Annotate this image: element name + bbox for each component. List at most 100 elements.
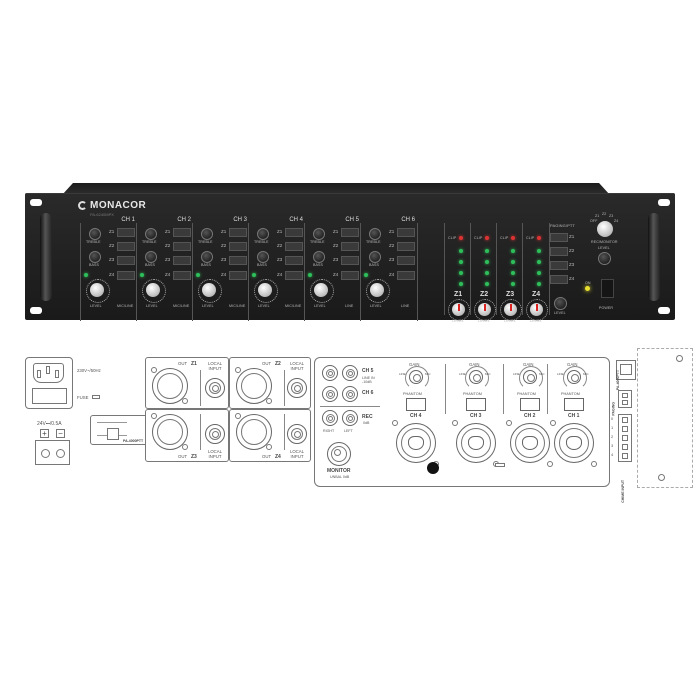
rca-rec-right[interactable] [322, 410, 338, 426]
local-input-jack-z4[interactable] [287, 424, 307, 444]
zone-label: Z1 [333, 229, 339, 234]
treble-knob[interactable] [89, 228, 101, 240]
zone-2-assign-button[interactable] [117, 242, 135, 251]
rec-monitor-selector[interactable] [597, 221, 613, 237]
zone-2-assign-button[interactable] [397, 242, 415, 251]
gain-trim[interactable] [567, 370, 581, 384]
zone-1-assign-button[interactable] [173, 228, 191, 237]
zone-4-assign-button[interactable] [117, 271, 135, 280]
paging-terminal[interactable] [618, 390, 632, 408]
local-input-jack-z1[interactable] [205, 378, 225, 398]
zone-3-assign-button[interactable] [229, 256, 247, 265]
zone-level-knob[interactable] [504, 303, 517, 316]
zone-1-assign-button[interactable] [117, 228, 135, 237]
rec-label: REC [362, 414, 373, 420]
zone-1-assign-button[interactable] [397, 228, 415, 237]
bass-knob[interactable] [313, 251, 325, 263]
zone-level-knob[interactable] [478, 303, 491, 316]
bass-knob[interactable] [89, 251, 101, 263]
treble-knob[interactable] [369, 228, 381, 240]
channel-title: CH 5 [345, 217, 359, 223]
local-input-jack-z3[interactable] [205, 424, 225, 444]
bass-knob[interactable] [145, 251, 157, 263]
level-knob[interactable] [370, 283, 384, 297]
paging-zone-3-button[interactable] [550, 261, 568, 270]
position-label: Z2 [602, 212, 607, 216]
paging-zone-1-button[interactable] [550, 233, 568, 242]
local-input-jack-z2[interactable] [287, 378, 307, 398]
zone-2-assign-button[interactable] [229, 242, 247, 251]
rca-ch5-right[interactable] [322, 365, 338, 381]
treble-knob[interactable] [257, 228, 269, 240]
zone-3-assign-button[interactable] [117, 256, 135, 265]
zone-4-assign-button[interactable] [229, 271, 247, 280]
treble-knob[interactable] [145, 228, 157, 240]
level-knob[interactable] [90, 283, 104, 297]
monitor-jack[interactable] [327, 442, 351, 466]
treble-knob[interactable] [313, 228, 325, 240]
treble-knob[interactable] [201, 228, 213, 240]
bass-knob[interactable] [369, 251, 381, 263]
combo-input-ch3[interactable] [456, 423, 496, 463]
gain-trim[interactable] [523, 370, 537, 384]
gain-trim[interactable] [409, 370, 423, 384]
power-switch[interactable] [601, 279, 614, 298]
xlr-output-z4[interactable] [236, 414, 272, 450]
zone-level-knob[interactable] [452, 303, 465, 316]
mains-inlet[interactable] [25, 357, 73, 409]
channel-strip-4: CH 4 TREBLE BASS Z1 Z2 Z3 Z4 LEVEL MIC/L… [248, 217, 305, 321]
monitor-sub-label: UNBAL 0dB [330, 475, 350, 479]
zone-3-assign-button[interactable] [173, 256, 191, 265]
zone-4-assign-button[interactable] [173, 271, 191, 280]
bass-knob[interactable] [257, 251, 269, 263]
bass-knob[interactable] [201, 251, 213, 263]
combo-input-ch4[interactable] [396, 423, 436, 463]
phantom-switch[interactable] [466, 398, 486, 411]
gain-trim[interactable] [469, 370, 483, 384]
paging-level-knob[interactable] [554, 297, 567, 310]
phantom-switch[interactable] [520, 398, 540, 411]
paging-zone-2-button[interactable] [550, 247, 568, 256]
monitor-level-knob[interactable] [598, 252, 611, 265]
phantom-switch[interactable] [564, 398, 584, 411]
zone-4-assign-button[interactable] [341, 271, 359, 280]
zone-3-assign-button[interactable] [341, 256, 359, 265]
zone-1-assign-button[interactable] [229, 228, 247, 237]
level-knob[interactable] [314, 283, 328, 297]
rj45-ptt-port[interactable] [616, 360, 636, 380]
meter-led-20 [511, 271, 515, 275]
chime-input-terminal[interactable] [618, 414, 632, 462]
rack-hole [30, 307, 42, 314]
paging-zone-4-button[interactable] [550, 275, 568, 284]
zone-label: Z4 [165, 272, 171, 277]
level-knob[interactable] [258, 283, 272, 297]
zone-3-assign-button[interactable] [285, 256, 303, 265]
zone-2-assign-button[interactable] [285, 242, 303, 251]
phantom-switch[interactable] [406, 398, 426, 411]
zone-1-assign-button[interactable] [341, 228, 359, 237]
rca-ch6-right[interactable] [322, 386, 338, 402]
combo-input-ch2[interactable] [510, 423, 550, 463]
paging-label: PAGING [611, 402, 616, 416]
zone-2-assign-button[interactable] [341, 242, 359, 251]
zone-3-assign-button[interactable] [397, 256, 415, 265]
dc-terminal-block[interactable] [35, 440, 70, 465]
zone-level-knob[interactable] [530, 303, 543, 316]
local-input-label: LOCAL INPUT [207, 361, 223, 371]
combo-input-ch1[interactable] [554, 423, 594, 463]
zone-4-assign-button[interactable] [397, 271, 415, 280]
zone-1-assign-button[interactable] [285, 228, 303, 237]
rca-ch6-left[interactable] [342, 386, 358, 402]
zone-3-output: CLIP Z3 LEVEL [496, 223, 523, 323]
level-knob[interactable] [146, 283, 160, 297]
left-label: LEFT [344, 429, 353, 433]
level-knob[interactable] [202, 283, 216, 297]
rca-rec-left[interactable] [342, 410, 358, 426]
zone-2-assign-button[interactable] [173, 242, 191, 251]
fuse-holder[interactable] [32, 388, 67, 404]
mains-rating: 230V~/50Hz [77, 368, 101, 373]
zone-4-output-block: OUT Z4 LOCAL INPUT [229, 409, 311, 462]
mic-channel-3: GAIN LINE MIC PHANTOM CH 3 [447, 361, 503, 481]
zone-4-assign-button[interactable] [285, 271, 303, 280]
rca-ch5-left[interactable] [342, 365, 358, 381]
